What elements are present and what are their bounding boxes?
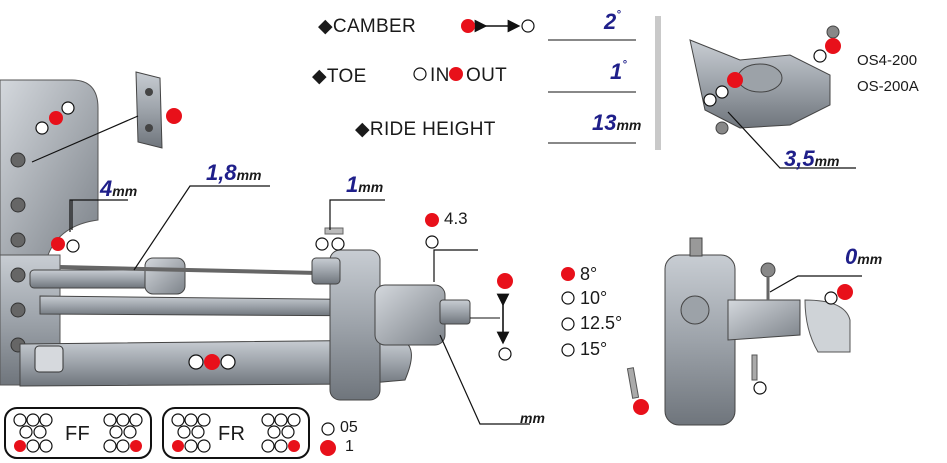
leader-lines bbox=[31, 111, 862, 425]
caster-option-4: 15° bbox=[580, 339, 608, 359]
ride-height-value: 13mm bbox=[592, 110, 642, 135]
steering-spacer-value: 3,5mm bbox=[784, 146, 840, 171]
knuckle-spacer-value: 0mm bbox=[845, 244, 883, 269]
steering-part-b: OS-200A bbox=[857, 78, 919, 95]
hub-offset-value: mm bbox=[520, 410, 545, 426]
chassis-plate bbox=[0, 79, 99, 386]
hub-option-value: 4.3 bbox=[444, 209, 468, 228]
ff-block-label: FF bbox=[65, 423, 91, 445]
toe-value: 1° bbox=[610, 59, 627, 84]
block-option-a: 05 bbox=[340, 419, 358, 436]
camber-value: 2° bbox=[604, 9, 621, 34]
toe-option-in: IN bbox=[430, 65, 450, 86]
caster-option-2: 10° bbox=[580, 288, 608, 308]
toe-option-out: OUT bbox=[466, 65, 508, 86]
fr-block-label: FR bbox=[218, 423, 246, 445]
camber-label: ◆CAMBER bbox=[318, 16, 417, 37]
ride-height-label: ◆RIDE HEIGHT bbox=[355, 119, 496, 140]
shock-spacer-value: 4mm bbox=[100, 176, 138, 201]
ff-block-icon bbox=[4, 407, 152, 459]
caster-option-3: 12.5° bbox=[580, 313, 623, 333]
block-option-b: 1 bbox=[345, 438, 354, 455]
steering-link-spacer-value: 1,8mm bbox=[206, 160, 262, 185]
upper-arm-spacer-value: 1mm bbox=[346, 172, 384, 197]
toe-label: ◆TOE bbox=[312, 66, 367, 87]
divider bbox=[655, 16, 661, 150]
fr-block-icon bbox=[162, 407, 310, 459]
steering-part-a: OS4-200 bbox=[857, 52, 918, 69]
front-knuckle bbox=[311, 227, 471, 401]
caster-option-1: 8° bbox=[580, 264, 598, 284]
shock-tower-plate bbox=[135, 71, 163, 149]
selection-dots bbox=[35, 19, 853, 456]
rear-view-knuckle bbox=[626, 237, 851, 426]
steering-block bbox=[689, 25, 840, 135]
